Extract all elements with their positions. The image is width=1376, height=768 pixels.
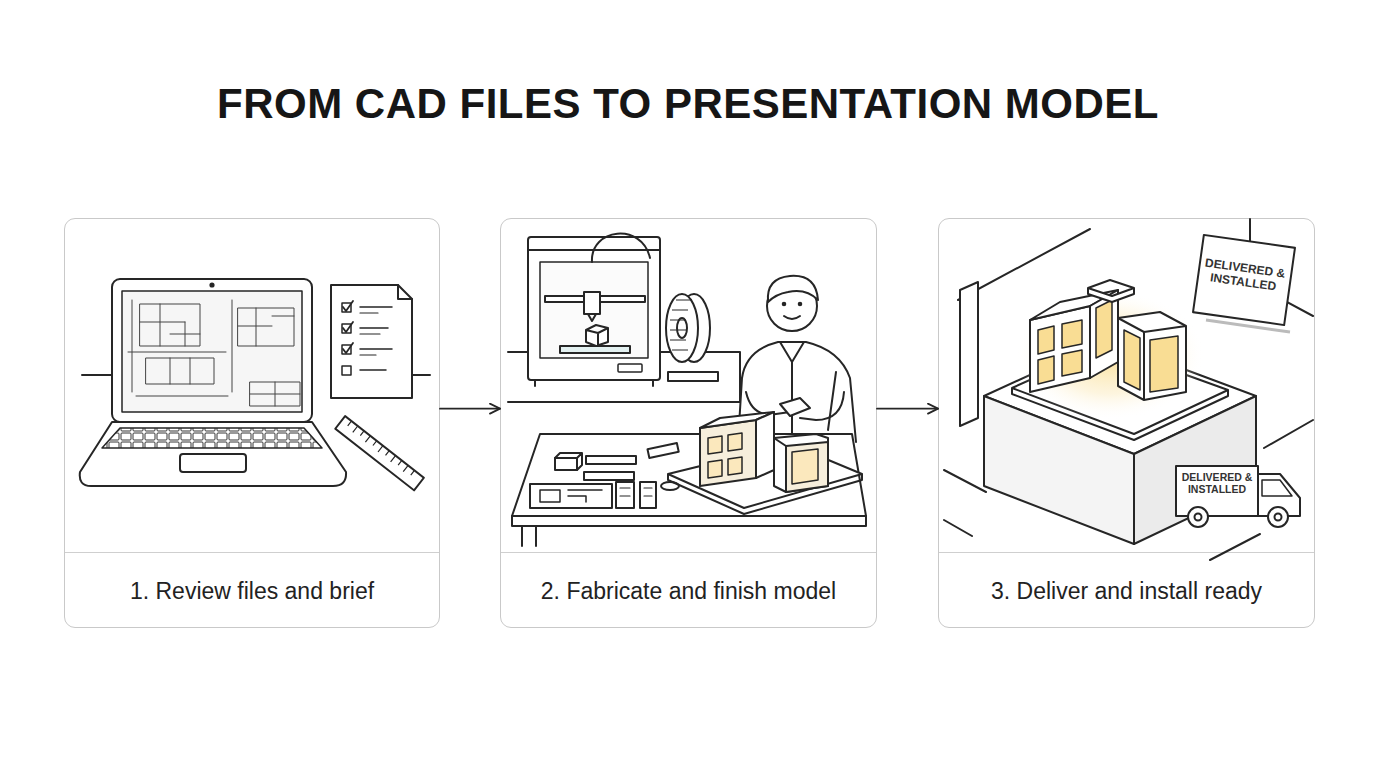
- caption-divider: [501, 552, 876, 553]
- status-label: DELIVERED & INSTALLED: [1178, 471, 1256, 495]
- step-caption: 2. Fabricate and finish model: [507, 555, 870, 627]
- flow-arrow: [877, 408, 938, 410]
- step-panel: 2. Fabricate and finish model: [500, 218, 877, 628]
- step-panel: 1. Review files and brief: [64, 218, 440, 628]
- flow-arrow: [440, 408, 500, 410]
- caption-divider: [939, 552, 1314, 553]
- step-caption: 3. Deliver and install ready: [945, 555, 1308, 627]
- diagram-title: FROM CAD FILES TO PRESENTATION MODEL: [0, 80, 1376, 128]
- step-caption: 1. Review files and brief: [71, 555, 433, 627]
- caption-divider: [65, 552, 439, 553]
